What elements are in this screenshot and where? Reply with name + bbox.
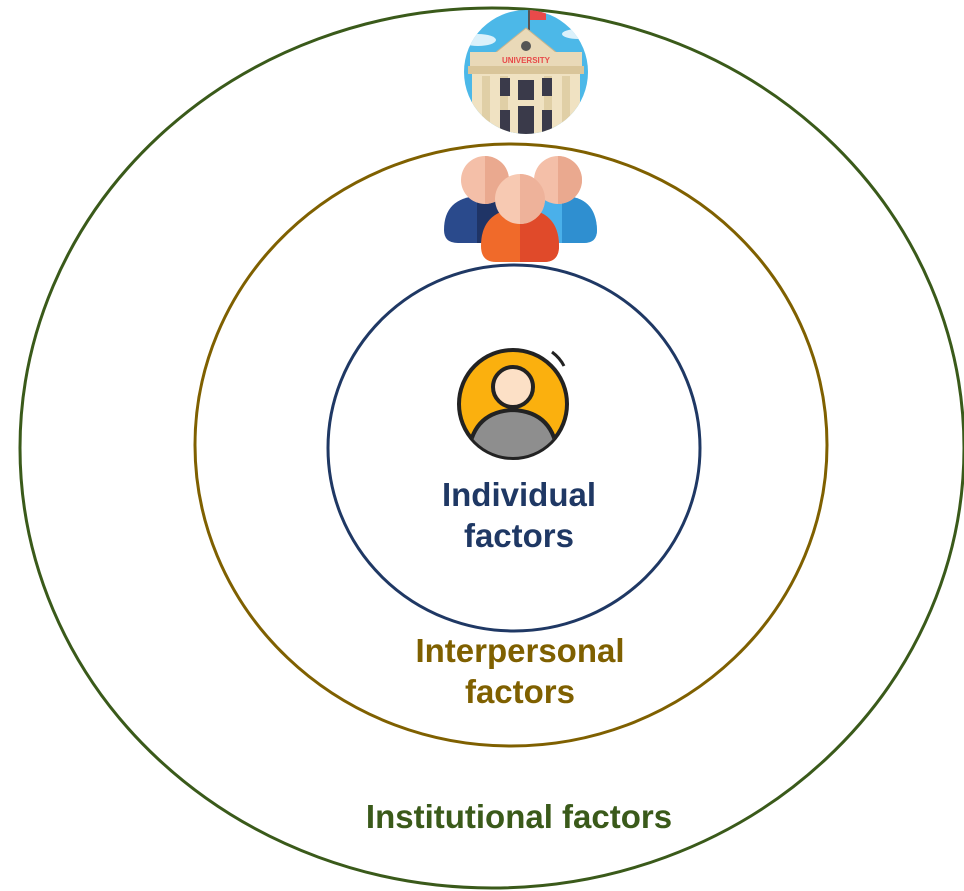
interpersonal-label-line1: Interpersonal [415,632,625,669]
people-group-icon [444,156,597,262]
institutional-factors-label: Institutional factors [300,796,738,837]
interpersonal-factors-label: Interpersonal factors [360,630,680,713]
university-sign-text: UNIVERSITY [502,56,551,65]
interpersonal-label-line2: factors [464,673,576,711]
university-building-icon: UNIVERSITY [464,10,588,134]
institutional-label-line1: Institutional factors [365,798,673,835]
individual-label-line2: factors [463,517,575,555]
individual-factors-label: Individual factors [388,474,650,557]
person-avatar-icon [457,348,569,460]
institutional-ring [18,6,964,890]
individual-ring [326,263,702,633]
individual-label-line1: Individual [441,476,596,513]
interpersonal-ring [193,142,829,748]
